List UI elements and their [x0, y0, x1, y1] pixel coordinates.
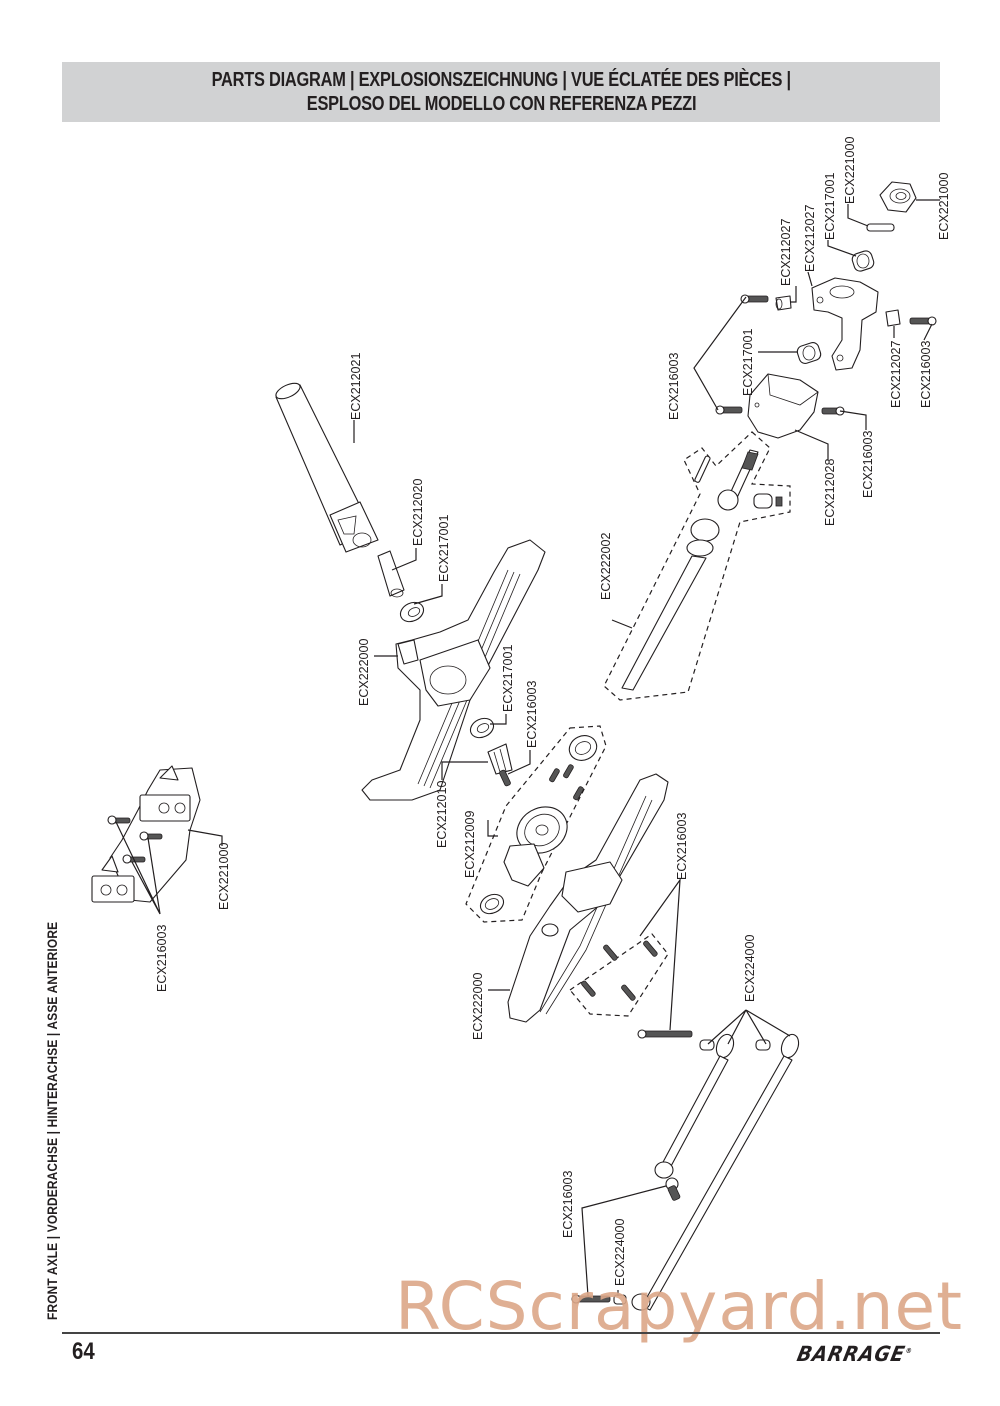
axle-housing-upper — [361, 539, 546, 801]
label-bushing-top: ECX212027 — [779, 219, 793, 286]
cover-screws-group-outline — [569, 933, 669, 1017]
link-end-bottom — [613, 1294, 627, 1305]
steering-link-short — [654, 1033, 735, 1179]
input-bearing — [399, 601, 425, 623]
label-driveshaft-tube: ECX212021 — [349, 353, 363, 420]
label-link-ends: ECX224000 — [743, 935, 757, 1002]
label-nut-hex: ECX221000 — [937, 173, 951, 240]
part-labels: ECX221000 ECX221000 ECX217001 ECX212027 … — [155, 137, 951, 1286]
label-input-bearing: ECX217001 — [437, 515, 451, 582]
header-title-line-1: PARTS DIAGRAM | EXPLOSIONSZEICHNUNG | VU… — [211, 69, 791, 91]
steering-knuckle — [811, 277, 879, 371]
label-c-hub: ECX212028 — [823, 459, 837, 526]
label-cover-screws: ECX216003 — [675, 813, 689, 880]
footer-divider — [62, 1332, 940, 1334]
hex-nut — [879, 181, 917, 213]
pinion-gear — [487, 743, 513, 775]
header-title-line-2: ESPLOSO DEL MODELLO CON REFERENZA PEZZI — [306, 93, 696, 115]
label-diff-assembly: ECX212009 — [463, 811, 477, 878]
ball-stud — [665, 1177, 681, 1201]
label-knuckle-bearing-mid: ECX217001 — [741, 329, 755, 396]
axle-housing-lower — [507, 773, 669, 1023]
bushing-top — [775, 295, 792, 311]
link-end-ball-2 — [755, 1039, 771, 1051]
knuckle-bearing-mid — [796, 342, 822, 364]
label-knuckle-screws: ECX216003 — [667, 353, 681, 420]
bushing-bottom — [885, 309, 901, 327]
label-knuckle-screw-bottom: ECX216003 — [919, 341, 933, 408]
label-link-end-bottom: ECX224000 — [613, 1219, 627, 1286]
label-bushing-bottom: ECX212027 — [889, 341, 903, 408]
label-axle-housing-upper: ECX222000 — [357, 639, 371, 706]
label-c-hub-screw: ECX216003 — [861, 431, 875, 498]
diff-assembly — [479, 735, 598, 915]
c-hub — [747, 373, 819, 439]
long-screw-top — [637, 1029, 693, 1039]
cvd-axle-group-outline — [603, 431, 791, 701]
cvd-axle — [621, 449, 783, 691]
label-pinion-screw: ECX216003 — [525, 681, 539, 748]
bracket-screws — [107, 815, 163, 864]
long-screw-bottom — [571, 1294, 611, 1304]
label-link-screws-bottom: ECX216003 — [561, 1171, 575, 1238]
brand-logo: BARRAGE® — [795, 1342, 915, 1366]
label-axle-housing-lower: ECX222000 — [471, 973, 485, 1040]
label-bracket-screws: ECX216003 — [155, 925, 169, 992]
label-cvd-axle: ECX222002 — [599, 533, 613, 600]
label-pin: ECX221000 — [843, 137, 857, 204]
label-pinion-bearing: ECX217001 — [501, 645, 515, 712]
link-end-ball-1 — [699, 1039, 715, 1051]
header-band: PARTS DIAGRAM | EXPLOSIONSZEICHNUNG | VU… — [62, 62, 940, 122]
pinion-screw — [499, 769, 511, 787]
label-knuckle: ECX212027 — [803, 205, 817, 272]
pin — [866, 223, 895, 232]
diff-group-outline — [465, 725, 607, 923]
label-knuckle-bearing-top: ECX217001 — [823, 173, 837, 240]
leader-lines — [115, 199, 940, 1297]
page-number: 64 — [72, 1338, 95, 1365]
c-hub-screw-left — [715, 405, 743, 415]
driveshaft-tube — [275, 382, 379, 553]
knuckle-screw-bottom — [909, 316, 937, 326]
brand-name: BARRAGE — [794, 1342, 908, 1366]
label-driveshaft-cup: ECX212020 — [411, 479, 425, 546]
pinion-bearing — [469, 717, 495, 739]
driveshaft-cup — [377, 550, 405, 598]
cover-screws — [581, 940, 658, 1001]
label-bracket: ECX221000 — [217, 843, 231, 910]
label-pinion-gear: ECX212010 — [435, 781, 449, 848]
knuckle-bearing-top — [851, 250, 875, 272]
steering-link-long — [631, 1033, 800, 1311]
